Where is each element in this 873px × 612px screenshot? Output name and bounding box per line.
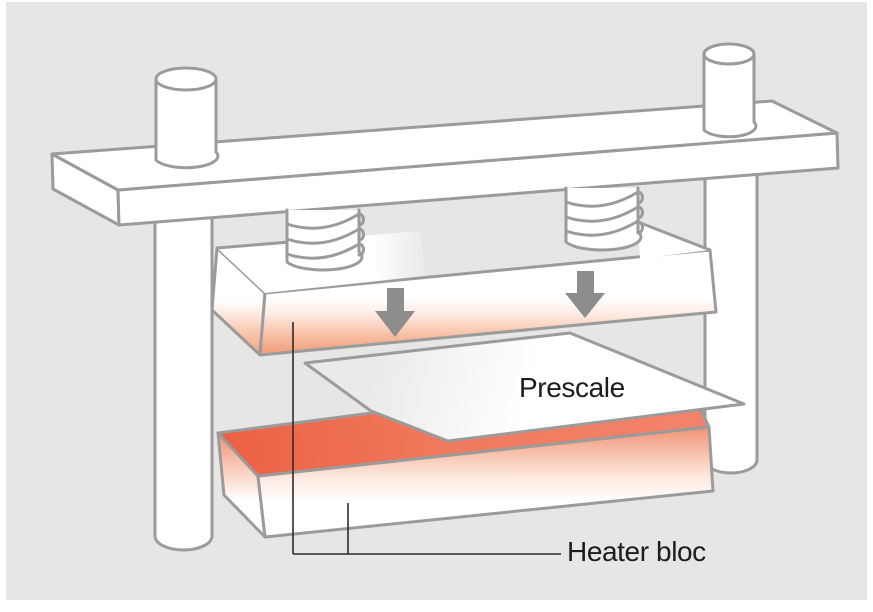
down-arrow-icon [375,288,415,337]
prescale-label: Prescale [519,372,625,403]
lower-heater-block [216,408,715,539]
down-arrow-icon [565,271,605,318]
left-post [154,66,220,170]
coil-spring-icon [564,186,644,252]
heater-bloc-label: Heater bloc [567,536,706,567]
heater-bloc-leader-lines [292,322,561,555]
coil-spring-icon [285,208,365,272]
top-beam [50,99,840,227]
prescale-sheet [303,331,746,443]
right-post [702,42,758,139]
left-leg [153,203,214,552]
